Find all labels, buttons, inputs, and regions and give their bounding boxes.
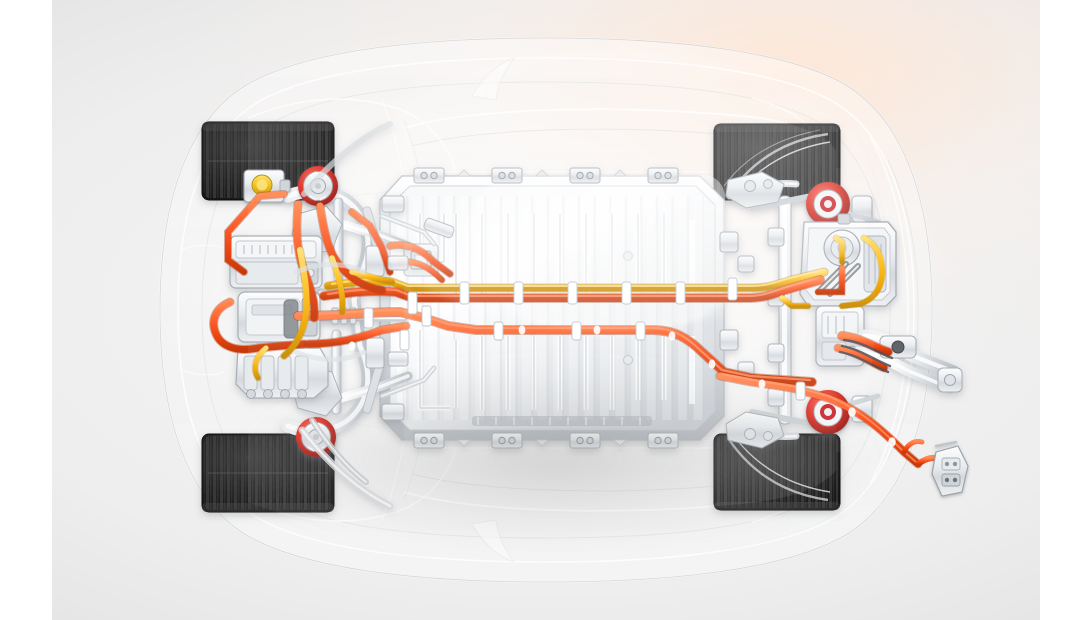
component-battery-pack: High-voltage traction battery pack [0,0,1,1]
render-plate [52,0,1040,620]
orientation: front at left, rear at right [0,0,1,1]
scene-title: Electric vehicle chassis cutaway — top v… [0,0,1,1]
scene-view: plan / overhead [0,0,1,1]
charge-port [931,440,969,497]
rear-right-wheel [713,433,841,511]
legend-note: No text labels, callouts, legends, or UI… [0,0,1,1]
pack-mount-bracket-bottom-group [413,432,679,449]
drive-layout: dual motor — front drive unit and rear d… [0,0,1,1]
render-style: photorealistic 3D technical cutaway [0,0,1,1]
component-list: High-voltage traction battery packBatter… [0,0,1,1]
chassis-illustration [52,0,1040,620]
harness-description: High-voltage cable harness and thermal-m… [0,0,1,1]
front-left-strut-mount [298,166,338,206]
chassis-vector-scene [158,36,969,584]
scene-subject: battery electric vehicle rolling chassis… [0,0,1,1]
front-right-wheel [201,433,335,513]
